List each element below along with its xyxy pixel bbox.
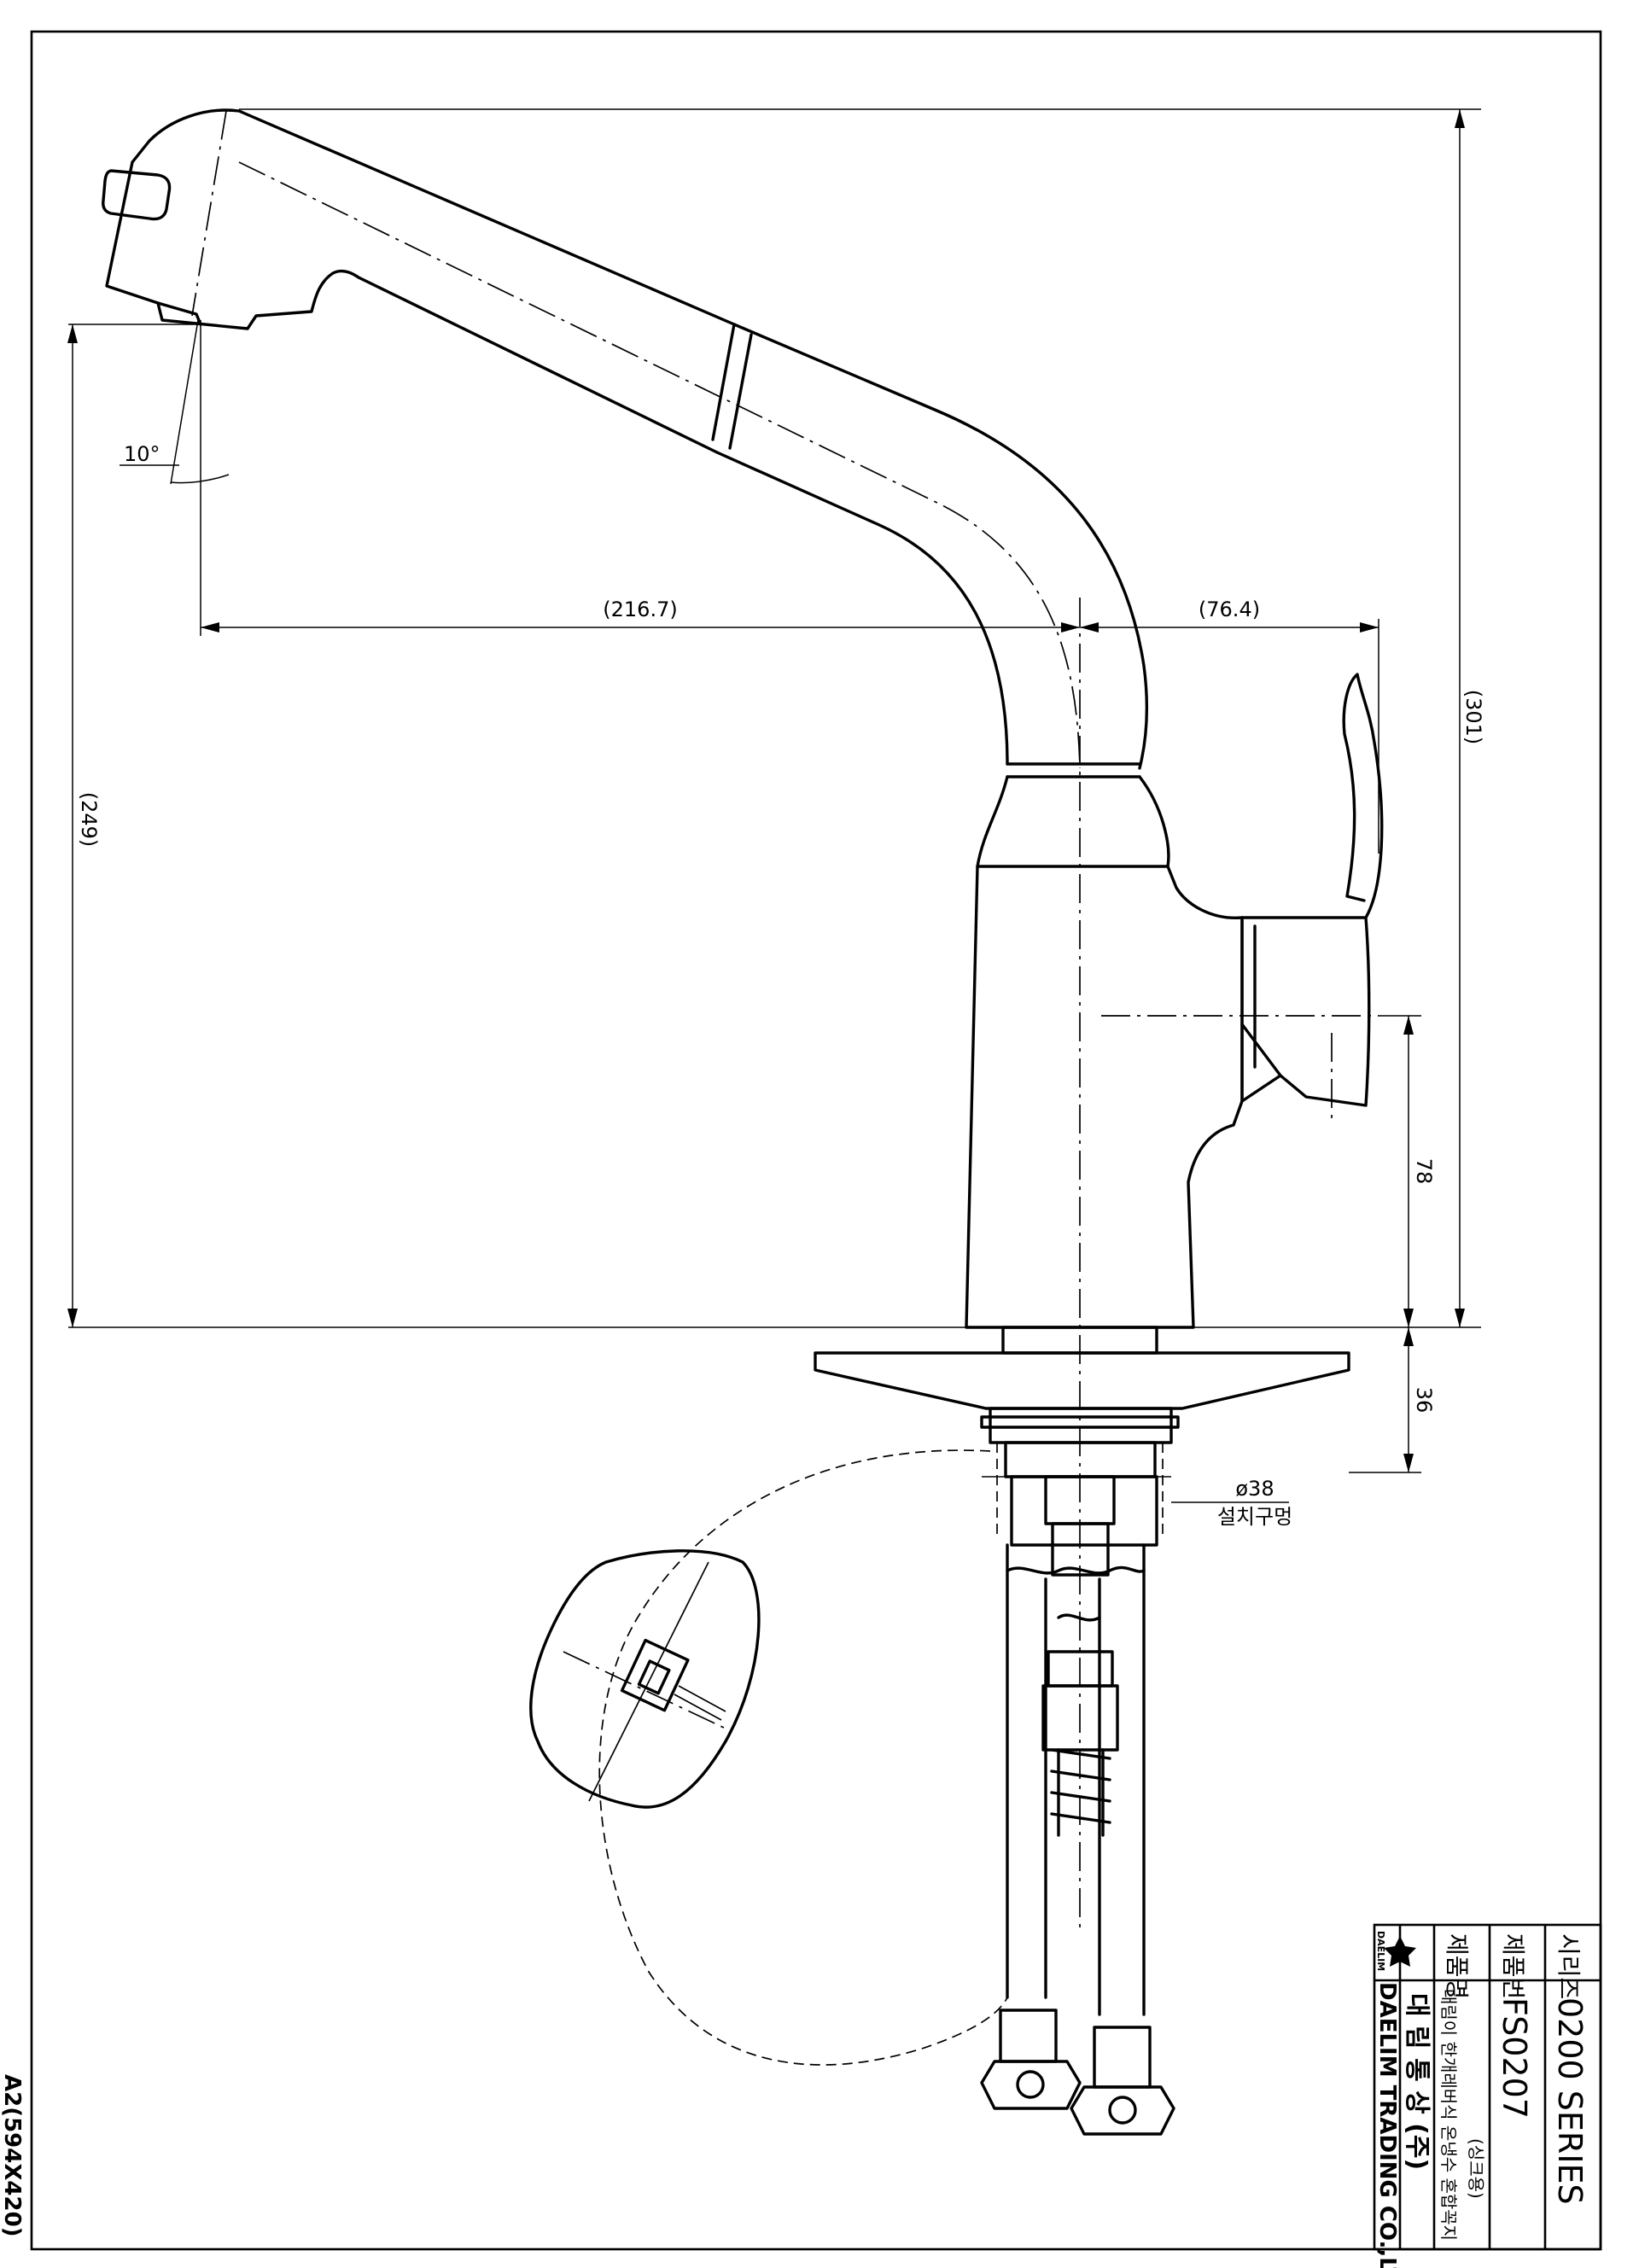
dim-hole-diameter: ø38	[1235, 1477, 1274, 1501]
series-value: 0200 SERIES	[1551, 1997, 1589, 2205]
detail-callout	[529, 1449, 1008, 2066]
dimensions: (216.7) (76.4) (301) (249) 10° 78 36 ø38…	[67, 108, 1485, 1529]
product-no-label: 제품번	[1499, 1933, 1527, 1999]
supply-hoses	[980, 1543, 1175, 2136]
faucet-outline	[102, 108, 1384, 1329]
title-block: 시리즈 0200 SERIES 제품번 FS0207 제품명 (싱크용) 대림이…	[1373, 1923, 1602, 2268]
dim-spout-reach: (216.7)	[603, 598, 677, 621]
paper-size-note: A2(594X420)	[0, 2074, 25, 2237]
dim-deck-thickness: 36	[1412, 1387, 1436, 1414]
dim-hole-label: 설치구멍	[1217, 1505, 1292, 1529]
logo-text: DAELIM	[1375, 1931, 1386, 1971]
company-korean: 대 림 통 상 (주)	[1402, 1993, 1432, 2170]
company-english: DAELIM TRADING CO.,LTD	[1374, 1982, 1400, 2268]
centerlines	[191, 110, 1379, 1929]
drawing-frame	[30, 30, 1602, 2251]
product-name-line2: (싱크용)	[1466, 2138, 1486, 2199]
series-label: 시리즈	[1554, 1933, 1583, 1999]
dim-handle-axis-height: 78	[1412, 1158, 1436, 1185]
mounting-hardware	[814, 1326, 1350, 1577]
product-no-value: FS0207	[1496, 1997, 1533, 2119]
daelim-logo: DAELIM	[1375, 1931, 1416, 1971]
dim-handle-offset: (76.4)	[1199, 598, 1260, 621]
product-name-line1: 대림이 한개레버식 온냉수 혼합꼭지	[1438, 1989, 1459, 2241]
dim-spray-angle: 10°	[124, 442, 160, 466]
dim-outlet-height: (249)	[77, 792, 101, 848]
dim-overall-height: (301)	[1461, 690, 1485, 745]
product-name-label: 제품명	[1443, 1933, 1471, 1999]
